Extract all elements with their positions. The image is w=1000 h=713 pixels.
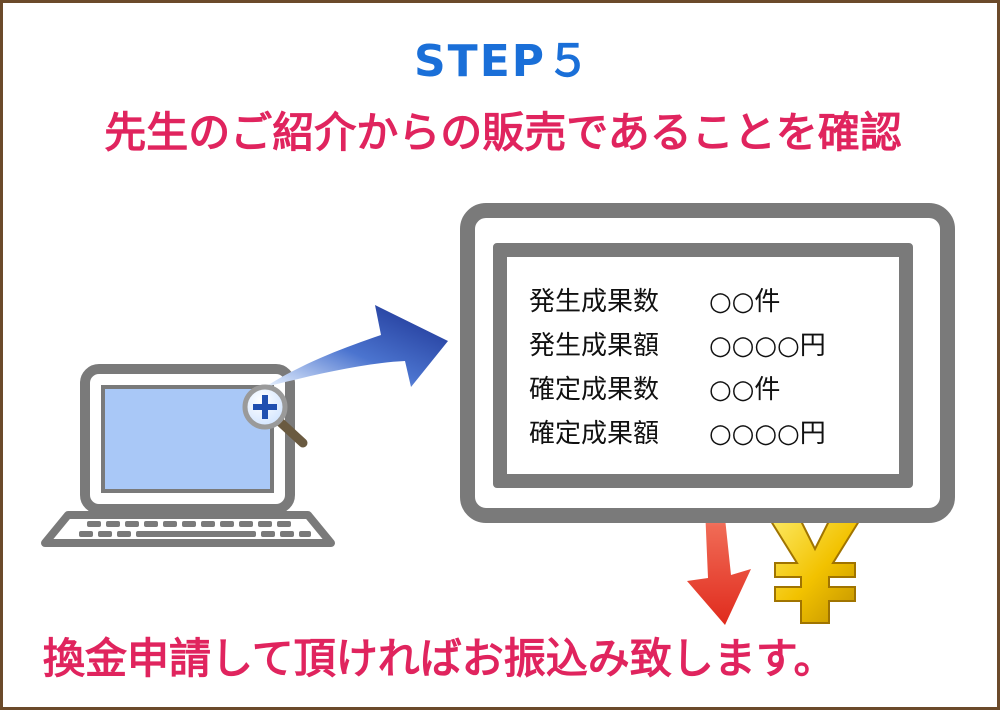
footer-message: 換金申請して頂ければお振込み致します。 xyxy=(43,634,836,683)
result-label: 発生成果数 xyxy=(529,287,660,317)
laptop-icon xyxy=(41,364,335,547)
result-row: 発生成果額 ○○○○円 xyxy=(529,325,826,362)
report-monitor: 発生成果数 ○○件 発生成果額 ○○○○円 確定成果数 ○○件 確定成果額 ○○○○円 xyxy=(460,203,955,523)
result-label: 発生成果額 xyxy=(529,331,660,361)
result-value: ○○○○円 xyxy=(709,419,826,449)
down-arrow-icon xyxy=(687,461,751,625)
result-row: 発生成果数 ○○件 xyxy=(529,281,780,318)
curved-arrow-icon xyxy=(265,305,448,387)
result-value: ○○件 xyxy=(709,287,781,317)
magnifier-plus-icon xyxy=(242,384,308,448)
result-value: ○○件 xyxy=(709,375,781,405)
result-label: 確定成果数 xyxy=(529,375,660,405)
result-row: 確定成果数 ○○件 xyxy=(529,369,780,406)
result-value: ○○○○円 xyxy=(709,331,826,361)
report-screen: 発生成果数 ○○件 発生成果額 ○○○○円 確定成果数 ○○件 確定成果額 ○○○○円 xyxy=(493,243,913,488)
step-title: STEP５ xyxy=(413,36,592,87)
headline: 先生のご紹介からの販売であることを確認 xyxy=(104,108,902,157)
illustration-layer xyxy=(41,305,871,625)
result-label: 確定成果額 xyxy=(529,419,660,449)
result-row: 確定成果額 ○○○○円 xyxy=(529,413,826,450)
